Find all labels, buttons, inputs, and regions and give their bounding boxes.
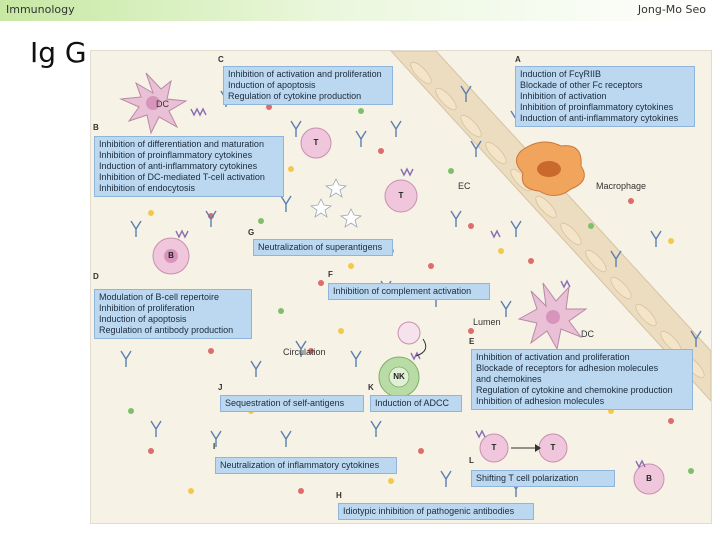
label-ec: EC [458, 181, 471, 191]
box-a-line-5: Induction of anti-inflammatory cytokines [520, 113, 690, 124]
label-t-cell-bottom-left: T [484, 443, 504, 452]
dendritic-cell-right [519, 283, 586, 349]
igg-mechanisms-figure: C A B G D F E J K I L H Inhibition of ac… [90, 50, 712, 524]
box-e-line-1: Inhibition of activation and proliferati… [476, 352, 688, 363]
box-d-b-cell-effects: Modulation of B-cell repertoire Inhibiti… [94, 289, 252, 339]
box-i-line-1: Neutralization of inflammatory cytokines [220, 460, 392, 471]
panel-letter-a: A [515, 55, 521, 64]
author-name: Jong-Mo Seo [638, 3, 706, 16]
box-k-adcc: Induction of ADCC [370, 395, 462, 412]
label-t-cell-middle: T [391, 191, 411, 200]
box-d-line-2: Inhibition of proliferation [99, 303, 247, 314]
slide-title: Ig G [30, 36, 87, 69]
box-f-line-1: Inhibition of complement activation [333, 286, 485, 297]
box-j-line-1: Sequestration of self-antigens [225, 398, 359, 409]
box-l-t-cell-polarization: Shifting T cell polarization [471, 470, 615, 487]
course-name: Immunology [6, 3, 75, 16]
box-j-self-antigens: Sequestration of self-antigens [220, 395, 364, 412]
panel-letter-b: B [93, 123, 99, 132]
box-a-line-4: Inhibition of proinflammatory cytokines [520, 102, 690, 113]
box-e-line-2: Blockade of receptors for adhesion molec… [476, 363, 688, 374]
box-d-line-3: Induction of apoptosis [99, 314, 247, 325]
box-g-line-1: Neutralization of superantigens [258, 242, 388, 253]
panel-letter-c: C [218, 55, 224, 64]
label-b-cell-bottom: B [639, 474, 659, 483]
box-c-t-cell-effects: Inhibition of activation and proliferati… [223, 66, 393, 105]
panel-letter-g: G [248, 228, 254, 237]
box-h-line-1: Idiotypic inhibition of pathogenic antib… [343, 506, 529, 517]
box-c-line-2: Induction of apoptosis [228, 80, 388, 91]
label-dc-top: DC [156, 99, 169, 109]
box-a-line-1: Induction of FcγRIIB [520, 69, 690, 80]
dendritic-cell-top [121, 73, 186, 133]
panel-letter-d: D [93, 272, 99, 281]
label-t-cell-bottom-right: T [543, 443, 563, 452]
box-e-line-4: Regulation of cytokine and chemokine pro… [476, 385, 688, 396]
box-f-complement: Inhibition of complement activation [328, 283, 490, 300]
label-lumen: Lumen [473, 317, 501, 327]
box-a-line-2: Blockade of other Fc receptors [520, 80, 690, 91]
target-cell [398, 322, 420, 344]
box-g-superantigens: Neutralization of superantigens [253, 239, 393, 256]
box-b-line-3: Induction of anti-inflammatory cytokines [99, 161, 279, 172]
panel-letter-f: F [328, 270, 333, 279]
box-b-line-1: Inhibition of differentiation and matura… [99, 139, 279, 150]
box-a-line-3: Inhibition of activation [520, 91, 690, 102]
panel-letter-i: I [213, 442, 215, 451]
label-nk-cell: NK [389, 372, 409, 381]
box-b-line-5: Inhibition of endocytosis [99, 183, 279, 194]
box-b-line-4: Inhibition of DC-mediated T-cell activat… [99, 172, 279, 183]
box-d-line-1: Modulation of B-cell repertoire [99, 292, 247, 303]
box-l-line-1: Shifting T cell polarization [476, 473, 610, 484]
box-b-line-2: Inhibition of proinflammatory cytokines [99, 150, 279, 161]
box-i-cytokines: Neutralization of inflammatory cytokines [215, 457, 397, 474]
box-e-endothelial-effects: Inhibition of activation and proliferati… [471, 349, 693, 410]
label-circulation: Circulation [283, 347, 326, 357]
label-dc-right: DC [581, 329, 594, 339]
label-t-cell-upper: T [306, 138, 326, 147]
panel-letter-j: J [218, 383, 222, 392]
box-d-line-4: Regulation of antibody production [99, 325, 247, 336]
panel-letter-h: H [336, 491, 342, 500]
macrophage-cell [516, 142, 584, 196]
panel-letter-l: L [469, 456, 474, 465]
box-e-line-3: and chemokines [476, 374, 688, 385]
box-c-line-3: Regulation of cytokine production [228, 91, 388, 102]
box-k-line-1: Induction of ADCC [375, 398, 457, 409]
panel-letter-e: E [469, 337, 474, 346]
box-a-macrophage-effects: Induction of FcγRIIB Blockade of other F… [515, 66, 695, 127]
box-h-idiotypic: Idiotypic inhibition of pathogenic antib… [338, 503, 534, 520]
panel-letter-k: K [368, 383, 374, 392]
box-c-line-1: Inhibition of activation and proliferati… [228, 69, 388, 80]
box-e-line-5: Inhibition of adhesion molecules [476, 396, 688, 407]
box-b-dc-effects: Inhibition of differentiation and matura… [94, 136, 284, 197]
label-macrophage: Macrophage [596, 181, 646, 191]
slide-header-bar: Immunology Jong-Mo Seo [0, 0, 720, 21]
superantigens [311, 179, 361, 227]
label-b-cell: B [161, 251, 181, 260]
